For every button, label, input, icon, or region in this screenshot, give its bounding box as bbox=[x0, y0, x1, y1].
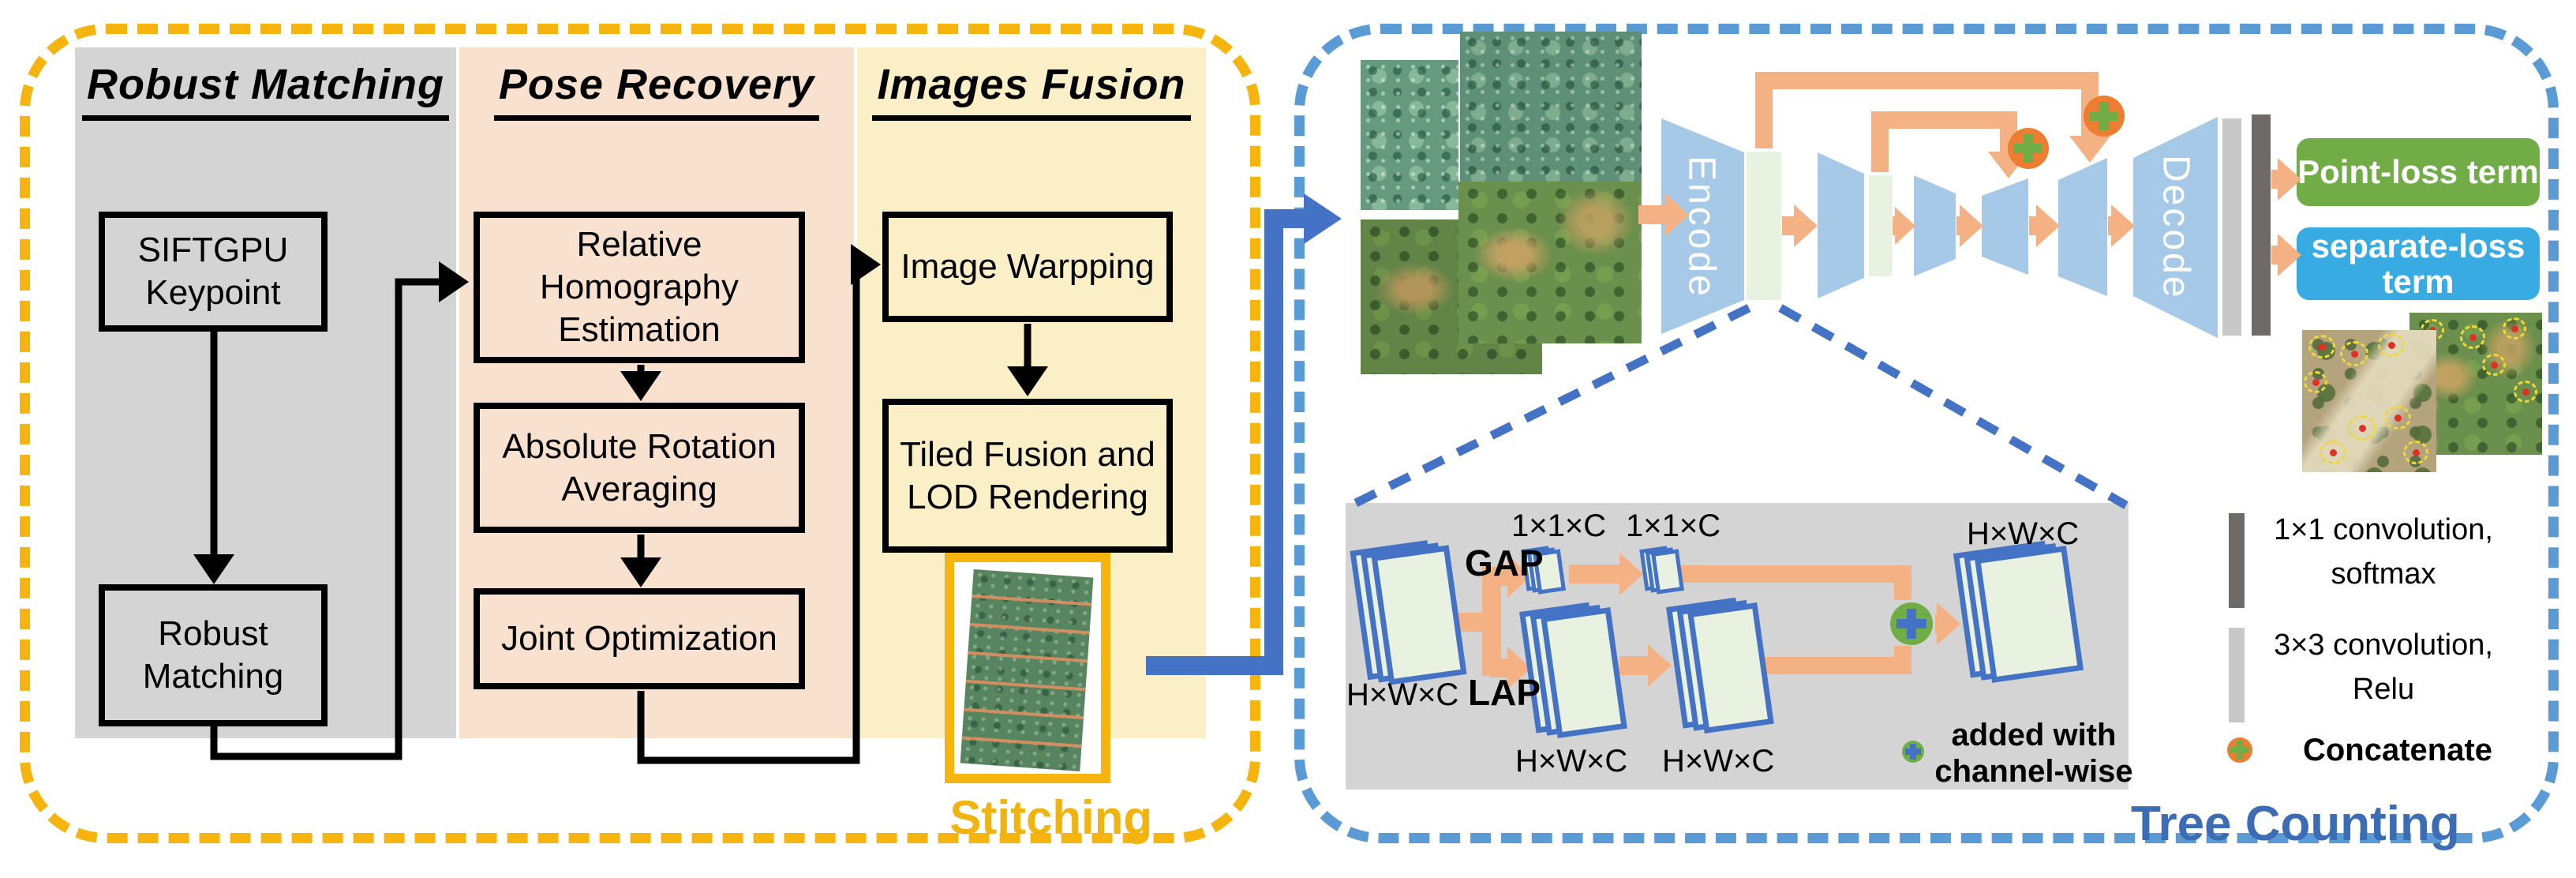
stitching-panel-label: Stitching bbox=[949, 791, 1152, 844]
legend-3x3-conv-line2: Relu bbox=[2352, 673, 2415, 706]
gap-dim1-label: 1×1×C bbox=[1511, 508, 1607, 543]
tree-annotation bbox=[2320, 441, 2346, 464]
output-dim-label: H×W×C bbox=[1967, 516, 2080, 551]
added-channel-wise-note: added with channel-wise bbox=[1934, 718, 2133, 789]
tree-annotation bbox=[2348, 415, 2376, 441]
box-robust-matching: Robust Matching bbox=[99, 584, 328, 726]
column-header: Pose Recovery bbox=[459, 47, 854, 121]
tree-annotation bbox=[2384, 406, 2411, 430]
input-dim-label: H×W×C bbox=[1346, 677, 1459, 712]
input-aerial-image-palm-right bbox=[1460, 32, 1642, 186]
output-annotated-image-ground bbox=[2302, 330, 2436, 472]
tree-annotation bbox=[2514, 381, 2537, 403]
separate-loss-term-box: separate-loss term bbox=[2297, 227, 2540, 300]
column-title-images-fusion: Images Fusion bbox=[872, 60, 1191, 121]
orthomosaic-texture bbox=[960, 568, 1094, 772]
tree-annotation bbox=[2482, 354, 2506, 376]
light-bar-icon bbox=[2229, 628, 2245, 722]
box-joint-optimization: Joint Optimization bbox=[474, 588, 805, 689]
box-relative-homography-estimation: Relative Homography Estimation bbox=[474, 212, 805, 363]
tree-annotation bbox=[2403, 441, 2428, 464]
encoder-label: Encode bbox=[1680, 155, 1723, 298]
box-image-warpping: Image Warpping bbox=[882, 212, 1173, 322]
decoder-label: Decode bbox=[2155, 155, 2197, 300]
column-title-robust-matching: Robust Matching bbox=[82, 60, 449, 121]
tree-annotation bbox=[2340, 341, 2368, 366]
lap-dim1-label: H×W×C bbox=[1515, 744, 1628, 779]
legend-1x1-conv-line2: softmax bbox=[2331, 557, 2436, 591]
column-header: Robust Matching bbox=[75, 47, 456, 121]
box-absolute-rotation-averaging: Absolute Rotation Averaging bbox=[474, 403, 805, 533]
tree-annotation bbox=[2378, 333, 2405, 357]
lap-dim2-label: H×W×C bbox=[1662, 744, 1775, 779]
point-loss-term-box: Point-loss term bbox=[2297, 138, 2540, 206]
input-aerial-image-palm-left bbox=[1361, 60, 1458, 210]
stitched-orthomosaic-image bbox=[945, 553, 1110, 783]
column-title-pose-recovery: Pose Recovery bbox=[493, 60, 820, 121]
box-tiled-fusion-lod-rendering: Tiled Fusion and LOD Rendering bbox=[882, 399, 1173, 553]
tree-annotation bbox=[2308, 335, 2335, 358]
legend-concatenate-label: Concatenate bbox=[2302, 733, 2493, 767]
tree-annotation bbox=[2503, 317, 2526, 340]
legend-1x1-conv-line1: 1×1 convolution, bbox=[2274, 513, 2493, 546]
lap-label: LAP bbox=[1468, 672, 1541, 713]
gap-label: GAP bbox=[1465, 542, 1544, 583]
box-siftgpu-keypoint: SIFTGPU Keypoint bbox=[99, 212, 328, 332]
gap-dim2-label: 1×1×C bbox=[1626, 508, 1721, 543]
dark-bar-icon bbox=[2229, 513, 2245, 608]
column-header: Images Fusion bbox=[857, 47, 1206, 121]
tree-annotation bbox=[2460, 325, 2485, 349]
legend-3x3-conv-line1: 3×3 convolution, bbox=[2274, 628, 2493, 662]
tree-counting-panel-label: Tree Counting bbox=[2131, 797, 2460, 851]
tree-annotation bbox=[2304, 371, 2327, 393]
input-aerial-image-forest-right bbox=[1458, 182, 1642, 343]
